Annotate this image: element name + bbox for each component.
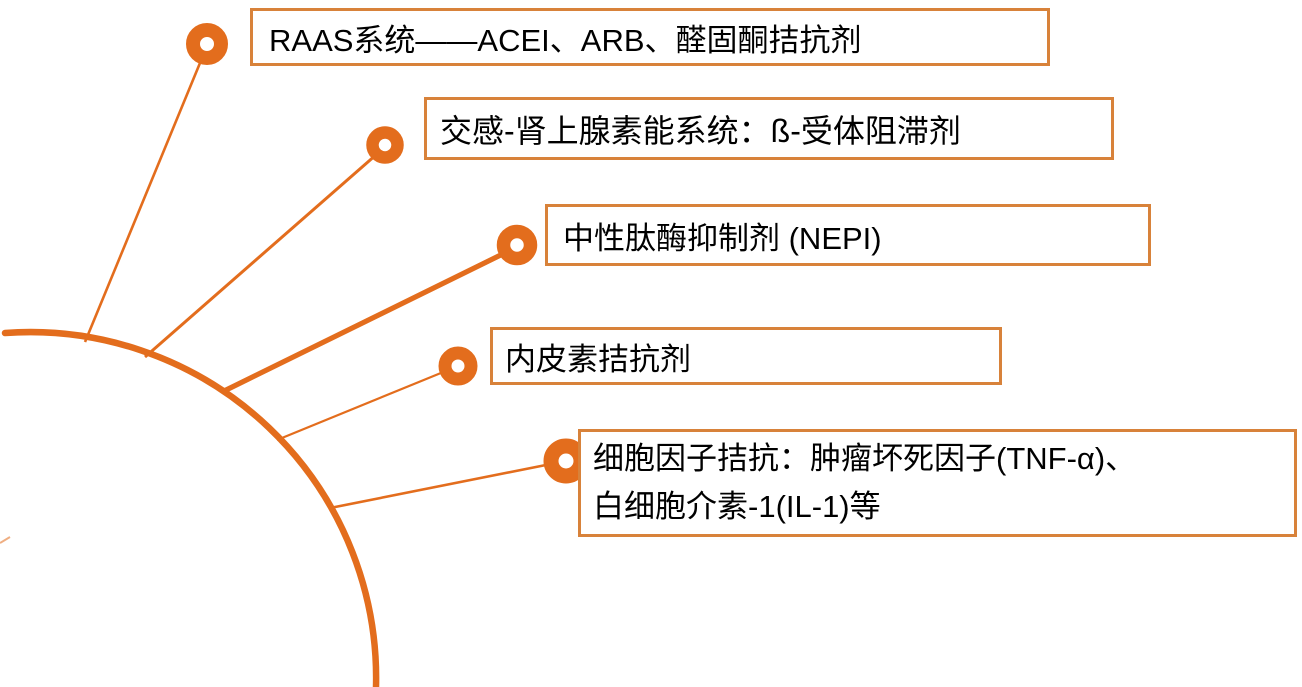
label-text-endothelin: 内皮素拮抗剂 [505,341,691,377]
connector-line-2 [144,145,386,359]
connector-line-3 [220,244,519,395]
connector-line-1 [83,45,209,343]
node-ring-5 [543,438,589,484]
label-text-nepi: 中性肽酶抑制剂 (NEPI) [563,220,882,256]
label-box-nepi: 中性肽酶抑制剂 (NEPI) [545,204,1151,266]
label-box-raas: RAAS系统——ACEI、ARB、醛固酮拮抗剂 [250,8,1050,66]
node-ring-2 [366,126,404,164]
label-text-raas: RAAS系统——ACEI、ARB、醛固酮拮抗剂 [269,22,862,58]
connector-line-5 [329,459,567,510]
edge-dash [0,536,11,544]
connector-line-4 [276,364,459,442]
node-ring-1 [186,23,228,65]
label-text-sympathetic: 交感-肾上腺素能系统：ß-受体阻滞剂 [440,112,961,149]
label-box-endothelin: 内皮素拮抗剂 [490,327,1002,385]
label-box-cytokine: 细胞因子拮抗：肿瘤坏死因子(TNF-α)、 白细胞介素-1(IL-1)等 [578,429,1297,537]
label-box-sympathetic: 交感-肾上腺素能系统：ß-受体阻滞剂 [424,97,1114,160]
label-text-cytokine-line1: 细胞因子拮抗：肿瘤坏死因子(TNF-α)、 [593,441,1137,476]
arc [1,328,380,687]
node-ring-4 [438,346,478,386]
node-ring-3 [496,224,538,266]
label-text-cytokine-line2: 白细胞介素-1(IL-1)等 [593,489,881,524]
